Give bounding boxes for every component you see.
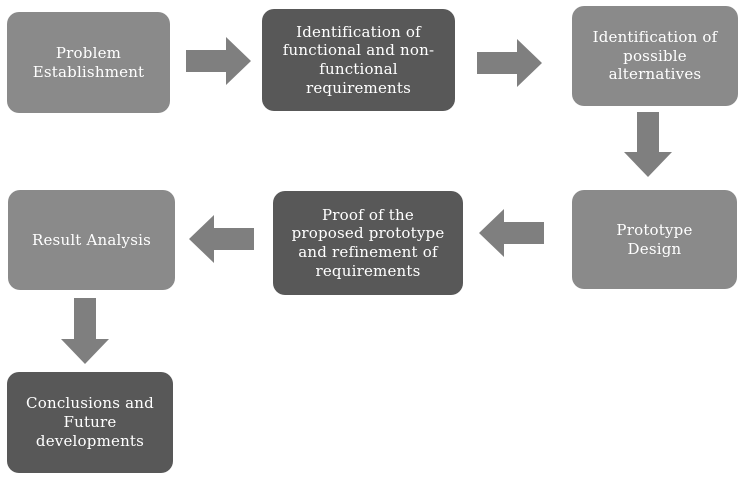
- flow-node-label: Problem Establishment: [32, 43, 145, 81]
- flow-node-conclusions-future-developments: Conclusions and Future developments: [7, 372, 173, 473]
- arrow-left-icon: [189, 215, 254, 263]
- flow-node-proof-of-prototype: Proof of the proposed prototype and refi…: [273, 191, 463, 295]
- flow-node-problem-establishment: Problem Establishment: [7, 12, 170, 113]
- arrow-right-icon: [186, 37, 251, 85]
- flow-node-label: Identification of functional and non- fu…: [282, 22, 435, 97]
- arrow-left-icon: [479, 209, 544, 257]
- flow-node-prototype-design: Prototype Design: [572, 190, 737, 289]
- flow-node-identification-of-requirements: Identification of functional and non- fu…: [262, 9, 455, 111]
- flow-node-identification-of-alternatives: Identification of possible alternatives: [572, 6, 738, 106]
- flow-node-label: Proof of the proposed prototype and refi…: [291, 205, 445, 280]
- flow-node-label: Prototype Design: [616, 220, 693, 258]
- flow-node-result-analysis: Result Analysis: [8, 190, 175, 290]
- flow-node-label: Identification of possible alternatives: [592, 27, 718, 84]
- flow-node-label: Conclusions and Future developments: [26, 394, 154, 450]
- arrow-right-icon: [477, 39, 542, 87]
- arrow-down-icon: [624, 112, 672, 177]
- flow-node-label: Result Analysis: [31, 230, 152, 249]
- arrow-down-icon: [61, 298, 109, 364]
